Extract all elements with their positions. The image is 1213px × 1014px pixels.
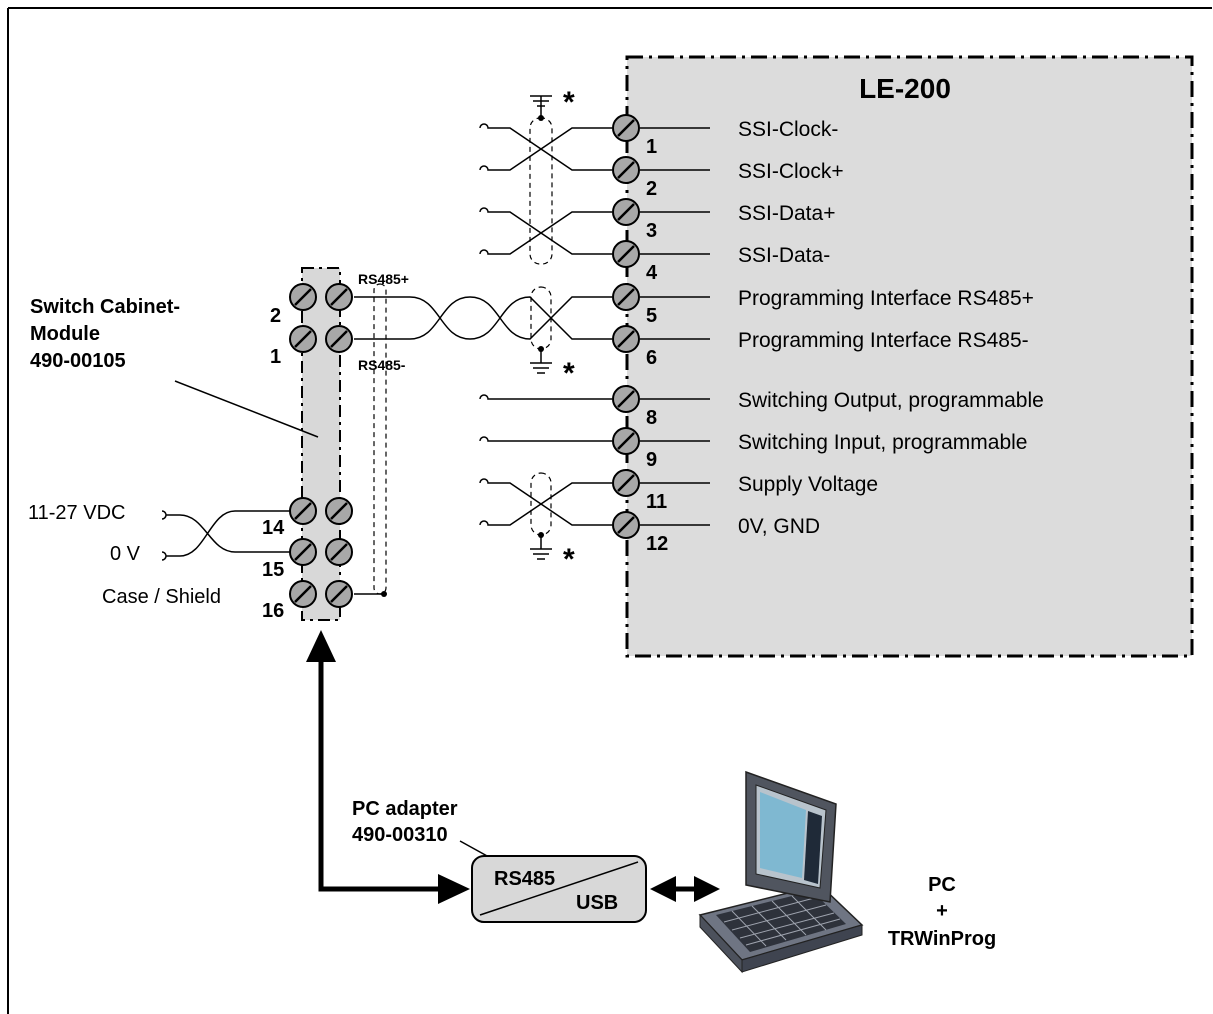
terminal-number-9: 9 bbox=[646, 449, 657, 471]
terminal-number-2: 2 bbox=[646, 178, 657, 200]
terminal-number-3: 3 bbox=[646, 220, 657, 242]
module-terminal-1: 1 bbox=[270, 346, 281, 368]
module-leader-line bbox=[174, 380, 319, 438]
module-terminal-15: 15 bbox=[262, 559, 284, 581]
terminal-number-5: 5 bbox=[646, 305, 657, 327]
pc-adapter-box bbox=[471, 855, 647, 923]
rs485-plus-label: RS485+ bbox=[358, 271, 409, 287]
shield-mark-bottom: * bbox=[563, 543, 575, 576]
module-screw-terminals bbox=[289, 283, 353, 608]
signal-label-6: Programming Interface RS485- bbox=[738, 329, 1029, 352]
ground-icon-top bbox=[530, 95, 552, 121]
ground-icon-middle bbox=[530, 346, 552, 374]
module-label-line1: Switch Cabinet- bbox=[30, 296, 180, 318]
supply-zero-label: 0 V bbox=[110, 543, 141, 565]
shield-mark-top: * bbox=[563, 86, 575, 119]
adapter-label-line2: 490-00310 bbox=[352, 824, 448, 846]
module-rail-border bbox=[301, 267, 341, 621]
ground-icon-bottom bbox=[530, 532, 552, 560]
terminal-number-6: 6 bbox=[646, 347, 657, 369]
module-terminal-14: 14 bbox=[262, 517, 285, 539]
module-label-line3: 490-00105 bbox=[30, 350, 126, 372]
rs485-minus-label: RS485- bbox=[358, 357, 406, 373]
module-terminal-16: 16 bbox=[262, 600, 284, 622]
device-wiring bbox=[479, 123, 612, 526]
pc-label-line3: TRWinProg bbox=[888, 928, 996, 950]
signal-label-4: SSI-Data- bbox=[738, 244, 830, 267]
signal-label-3: SSI-Data+ bbox=[738, 202, 835, 225]
signal-label-8: Switching Output, programmable bbox=[738, 389, 1044, 412]
pc-label-line1: PC bbox=[928, 874, 956, 896]
device-screw-terminals bbox=[612, 114, 640, 539]
module-terminal-2: 2 bbox=[270, 305, 281, 327]
terminal-number-4: 4 bbox=[646, 262, 658, 284]
adapter-pc-double-arrow bbox=[650, 876, 720, 902]
module-label-line2: Module bbox=[30, 323, 100, 345]
adapter-label-line1: PC adapter bbox=[352, 798, 458, 820]
terminal-number-8: 8 bbox=[646, 407, 657, 429]
terminal-number-11: 11 bbox=[646, 491, 667, 513]
device-box-border bbox=[625, 55, 1194, 658]
shield-mark-middle: * bbox=[563, 357, 575, 390]
rs485-cable bbox=[354, 283, 612, 597]
signal-label-9: Switching Input, programmable bbox=[738, 431, 1027, 454]
module-rail bbox=[302, 268, 340, 620]
supply-wiring bbox=[161, 510, 292, 561]
device-box bbox=[627, 57, 1192, 656]
terminal-number-12: 12 bbox=[646, 533, 668, 555]
signal-label-5: Programming Interface RS485+ bbox=[738, 287, 1034, 310]
module-to-adapter-arrow bbox=[306, 630, 470, 904]
supply-voltage-label: 11-27 VDC bbox=[28, 502, 125, 524]
laptop-icon bbox=[698, 770, 864, 974]
cable-shields bbox=[529, 117, 553, 536]
signal-label-12: 0V, GND bbox=[738, 515, 820, 538]
case-shield-label: Case / Shield bbox=[102, 586, 221, 608]
adapter-usb-text: USB bbox=[576, 892, 618, 914]
device-title: LE-200 bbox=[859, 73, 951, 104]
signal-label-2: SSI-Clock+ bbox=[738, 160, 844, 183]
pc-label-line2: + bbox=[936, 900, 948, 922]
adapter-rs485-text: RS485 bbox=[494, 868, 555, 890]
device-signal-lines bbox=[640, 127, 710, 526]
terminal-number-1: 1 bbox=[646, 136, 657, 158]
signal-label-1: SSI-Clock- bbox=[738, 118, 838, 141]
signal-label-11: Supply Voltage bbox=[738, 473, 878, 496]
